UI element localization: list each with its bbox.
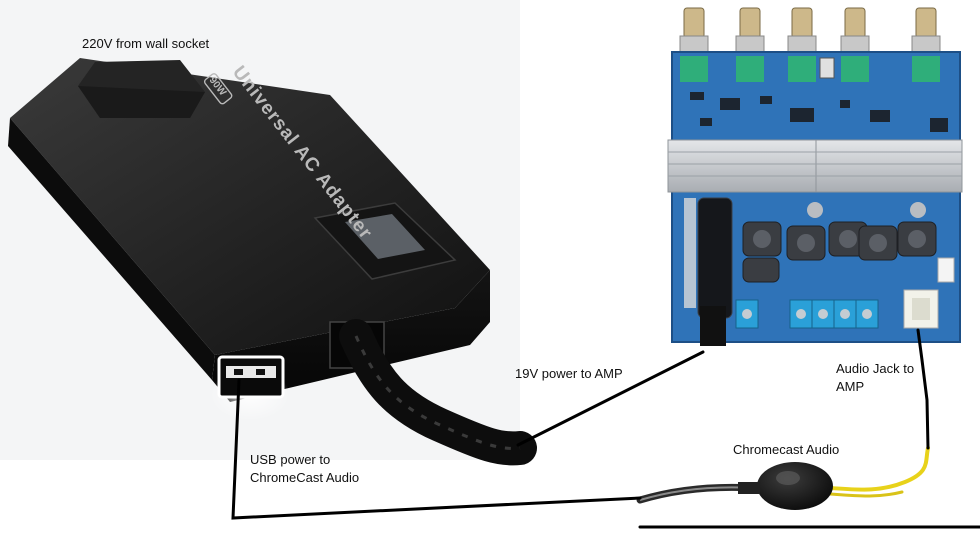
chromecast-audio bbox=[636, 446, 930, 510]
label-19v-power: 19V power to AMP bbox=[515, 366, 623, 381]
bulk-capacitor bbox=[697, 197, 733, 319]
small-capacitor bbox=[807, 202, 823, 218]
heatsink-right bbox=[815, 139, 963, 193]
wire-19v-to-amp bbox=[516, 350, 705, 447]
label-usb-power-line1: USB power to bbox=[250, 452, 331, 467]
ac-adapter: Universal AC Adapter 90W bbox=[8, 58, 537, 466]
speaker-terminals bbox=[735, 299, 879, 329]
volume-knobs bbox=[679, 7, 941, 57]
wire-usb-to-chromecast bbox=[231, 378, 642, 520]
label-audio-jack: Audio Jack to AMP bbox=[836, 360, 914, 396]
label-audio-jack-line2: AMP bbox=[836, 379, 865, 394]
connection-wires bbox=[231, 328, 980, 529]
usb-port-tongue bbox=[226, 366, 276, 378]
label-usb-power-line2: ChromeCast Audio bbox=[250, 470, 360, 485]
label-audio-jack-line1: Audio Jack to bbox=[836, 361, 915, 376]
amp-dc-jack bbox=[700, 306, 726, 346]
wire-audio-jack bbox=[916, 328, 930, 450]
adapter-left-face bbox=[8, 118, 215, 380]
chromecast-puck bbox=[757, 462, 833, 510]
label-chromecast: Chromecast Audio bbox=[733, 442, 840, 457]
smd-components bbox=[690, 92, 948, 132]
adapter-badge-frame bbox=[203, 73, 233, 105]
adapter-top-face bbox=[10, 58, 490, 355]
dc-cable-ribs bbox=[354, 335, 521, 450]
label-usb-power: USB power to ChromeCast Audio bbox=[250, 451, 359, 487]
heatsink-left bbox=[667, 139, 817, 193]
audio-cable bbox=[828, 446, 930, 492]
small-capacitor bbox=[910, 202, 926, 218]
potentiometers bbox=[680, 56, 940, 82]
adapter-lcd-icon bbox=[345, 214, 425, 259]
amplifier-board bbox=[667, 7, 963, 346]
inductors bbox=[742, 221, 937, 283]
label-wall-socket: 220V from wall socket bbox=[82, 36, 210, 51]
amp-connector bbox=[937, 257, 955, 283]
